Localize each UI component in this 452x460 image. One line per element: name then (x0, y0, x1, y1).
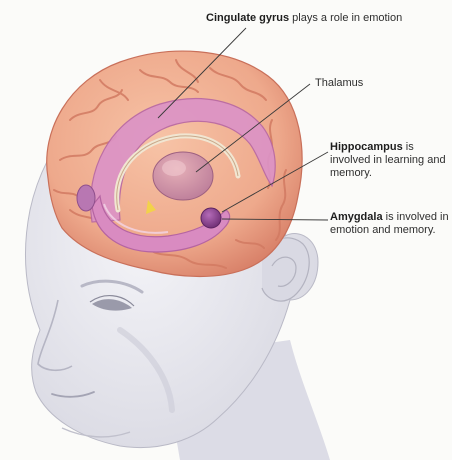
label-cingulate-gyrus: Cingulate gyrus plays a role in emotion (206, 12, 402, 25)
brain (47, 51, 302, 276)
label-hippocampus: Hippocampus is involved in learning and … (330, 141, 450, 180)
olfactory-bulb (77, 185, 95, 211)
thalamus-highlight (162, 160, 186, 176)
label-cingulate-term: Cingulate gyrus (206, 12, 289, 24)
label-thalamus: Thalamus (315, 77, 363, 90)
label-cingulate-desc: plays a role in emotion (289, 12, 402, 24)
label-amygdala: Amygdala is involved in emotion and memo… (330, 211, 450, 237)
label-amygdala-term: Amygdala (330, 211, 383, 223)
amygdala (201, 208, 221, 228)
label-thalamus-term: Thalamus (315, 77, 363, 89)
thalamus (153, 152, 213, 200)
label-hippocampus-term: Hippocampus (330, 141, 403, 153)
